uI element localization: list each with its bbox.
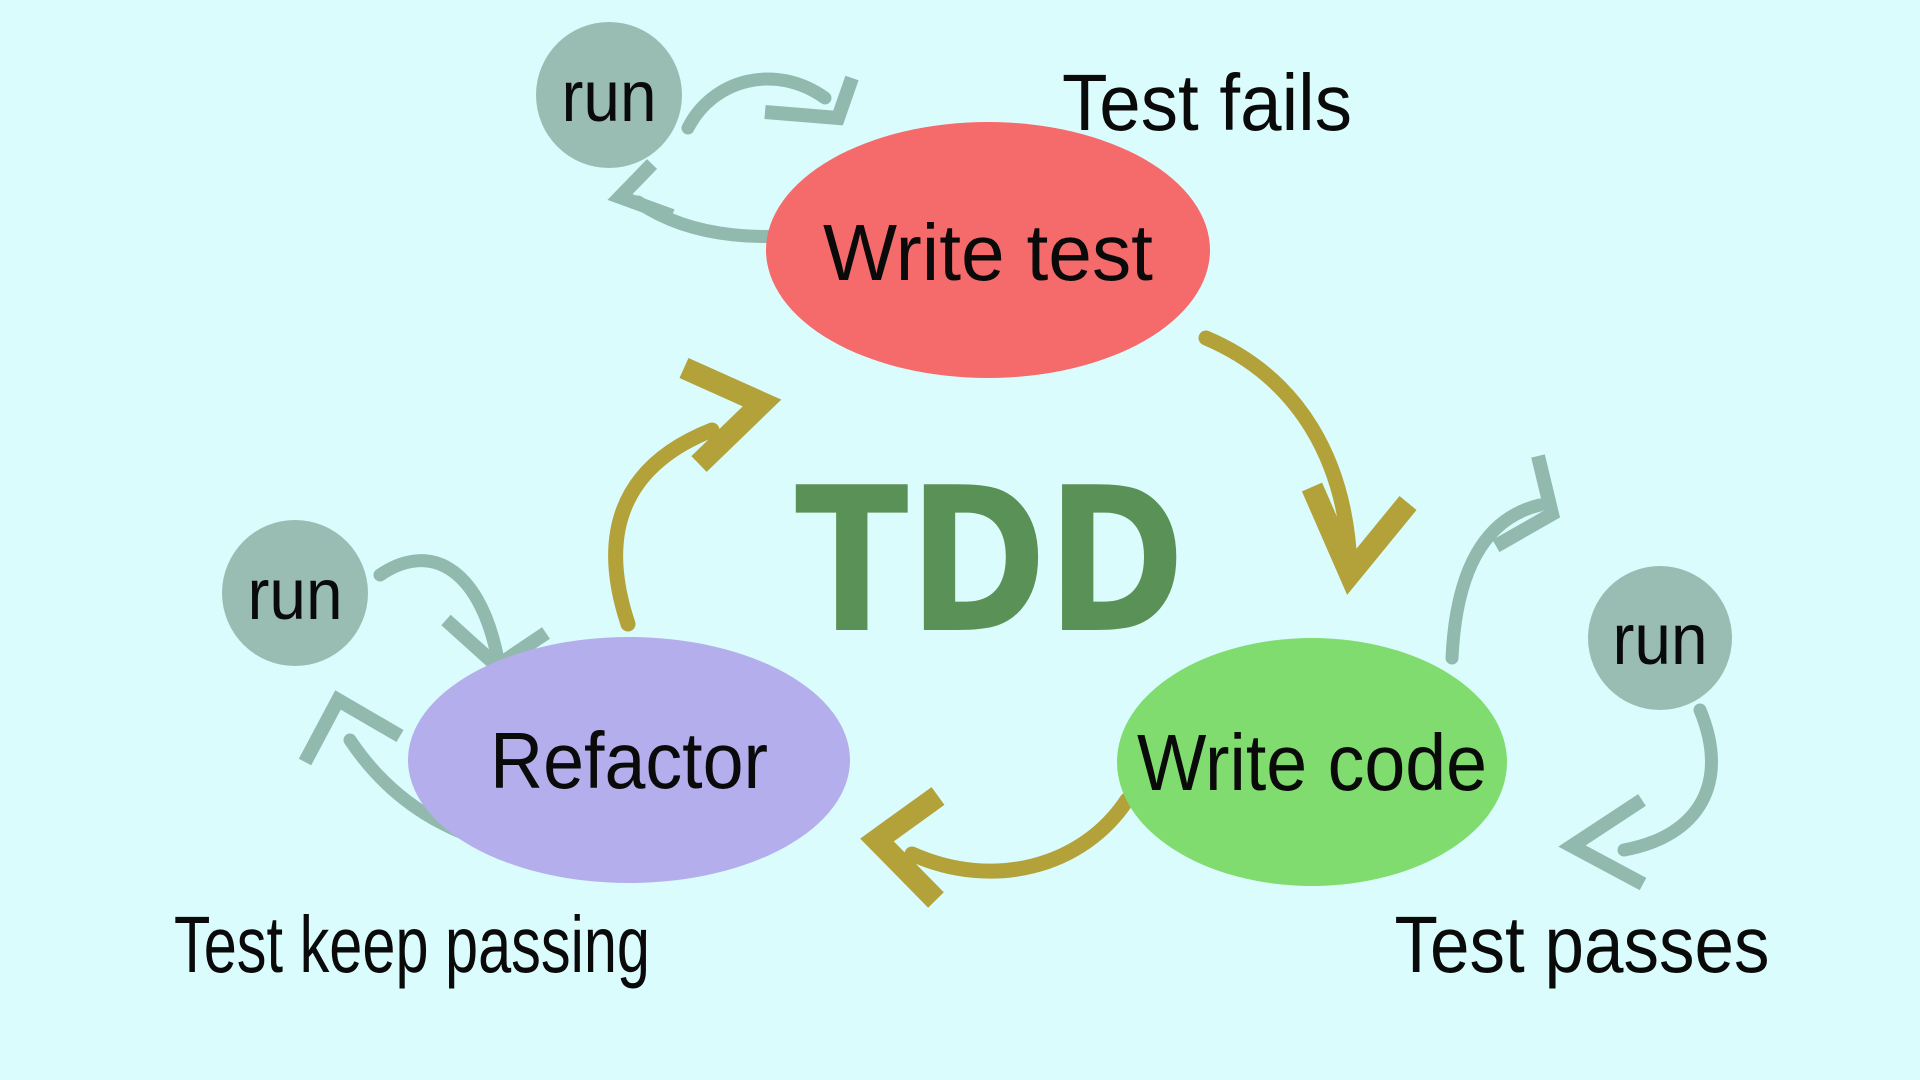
- title-group: TDD: [795, 445, 1185, 678]
- arrow-write-test-to-write-code: [1198, 330, 1358, 574]
- arrow-run-to-refactor: [373, 554, 504, 662]
- cycle-arrows: [608, 330, 1417, 908]
- black-labels-group: Write test Write code Refactor run run r…: [174, 57, 1770, 989]
- run-label-write-code: run: [1613, 600, 1708, 680]
- run-circle-refactor: [222, 520, 368, 666]
- run-label-write-test: run: [562, 57, 657, 137]
- arrowhead-write-test-to-write-code-icon: [1301, 482, 1417, 595]
- arrowhead-run-to-write-code-icon: [1558, 794, 1647, 891]
- node-write-code: [1117, 638, 1507, 886]
- annotation-test-keep-passing: Test keep passing: [174, 900, 650, 989]
- arrow-write-code-to-refactor: [904, 792, 1135, 879]
- arrowhead-write-code-to-run-icon: [1492, 454, 1561, 553]
- arrow-write-code-to-run: [1445, 498, 1547, 665]
- run-circle-write-code: [1588, 566, 1732, 710]
- node-write-code-label: Write code: [1137, 718, 1487, 807]
- run-circles: [222, 22, 1732, 710]
- run-label-refactor: run: [248, 555, 343, 635]
- diagram-title: TDD: [795, 445, 1185, 678]
- arrowhead-refactor-to-write-test-icon: [679, 357, 782, 472]
- arrow-run-to-write-code: [1617, 703, 1718, 857]
- node-refactor-label: Refactor: [490, 716, 768, 805]
- arrowhead-run-to-write-test-icon: [764, 75, 859, 126]
- arrowhead-write-code-to-refactor-icon: [860, 787, 945, 908]
- annotation-test-passes: Test passes: [1395, 900, 1770, 989]
- annotation-test-fails: Test fails: [1062, 58, 1352, 147]
- arrowhead-write-test-to-run-icon: [607, 159, 675, 223]
- labels: TDD Write test Write code Refactor run r…: [174, 57, 1770, 989]
- arrow-refactor-to-write-test: [608, 422, 720, 632]
- node-write-test: [766, 122, 1210, 378]
- node-write-test-label: Write test: [823, 208, 1153, 297]
- node-refactor: [408, 637, 850, 883]
- run-circle-write-test: [536, 22, 682, 168]
- arrowhead-refactor-to-run-icon: [298, 690, 404, 766]
- arrow-run-to-write-test: [681, 72, 832, 135]
